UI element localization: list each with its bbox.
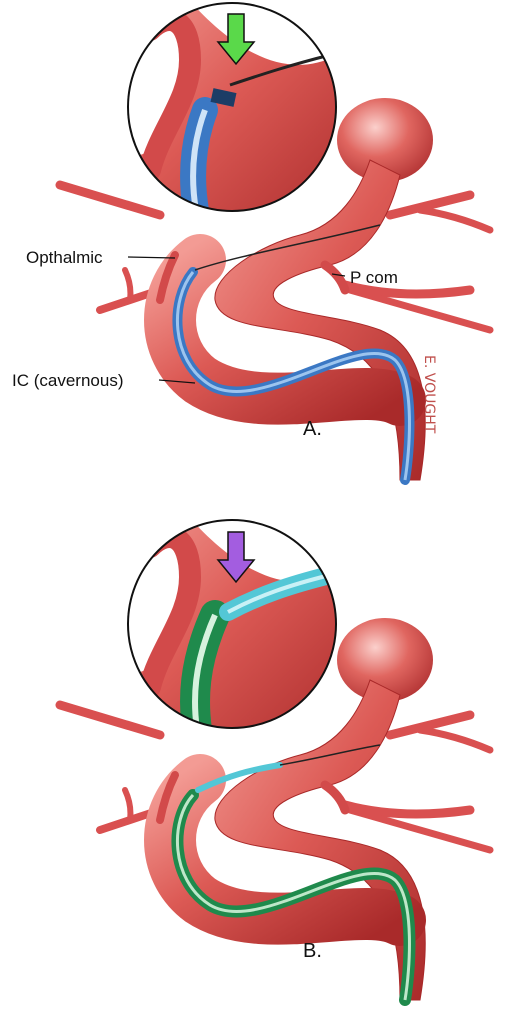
aneurysm-a [337,98,433,182]
guidewire-b [279,744,381,766]
panel-a: Opthalmic P com IC (cavernous) A. E. VOU… [12,2,494,485]
arrow-b [216,531,256,584]
inset-b [127,519,337,729]
pcom-artery-b [320,780,350,815]
artist-signature: E. VOUGHT [421,355,437,434]
label-pcom: P com [350,268,398,287]
pcom-artery-a [320,260,350,295]
label-ic-cavernous: IC (cavernous) [12,371,123,390]
aneurysm-b [337,618,433,702]
inset-a [127,2,337,212]
guidewire-a [194,224,381,271]
inner-catheter-b [195,762,283,793]
carotid-artery-b [214,679,426,1001]
label-opthalmic: Opthalmic [26,248,103,267]
carotid-artery-a [214,159,426,481]
panel-label-b: B. [303,940,322,962]
panel-label-a: A. [303,418,322,440]
ophthalmic-artery-b [156,771,179,824]
arrow-a [216,13,256,66]
panel-b: B. [55,519,494,1006]
branch-vessels-a [55,180,494,334]
